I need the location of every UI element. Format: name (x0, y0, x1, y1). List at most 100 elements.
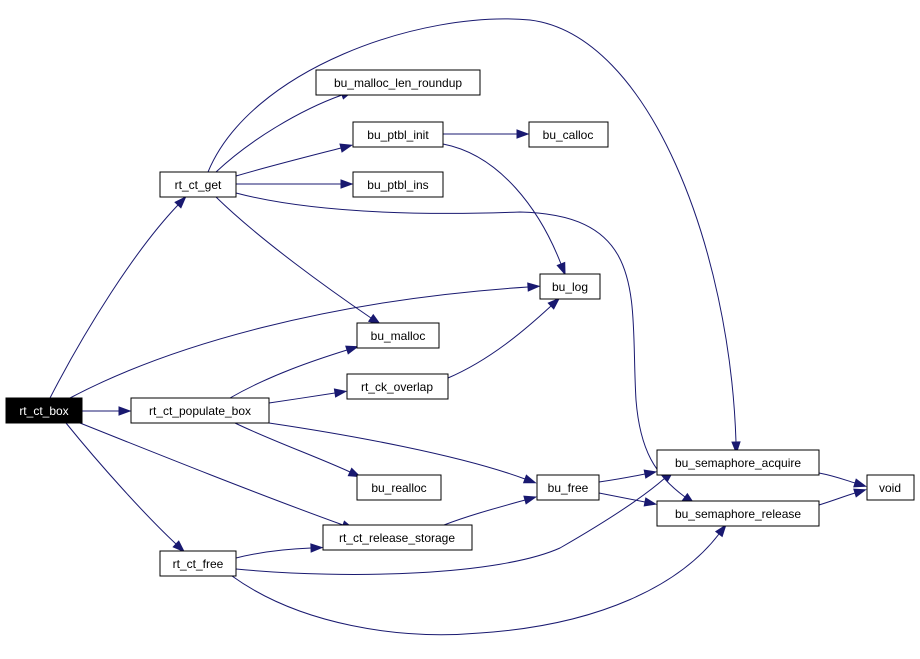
arrowhead-icon (731, 441, 741, 455)
edge-line (69, 286, 529, 399)
node-label-bu_realloc: bu_realloc (371, 481, 426, 495)
arrowhead-icon (643, 469, 658, 479)
arrowhead-icon (339, 143, 354, 153)
node-rt_ck_overlap[interactable]: rt_ck_overlap (346, 373, 449, 400)
edge-line (235, 547, 312, 559)
edge-bu_free-to-bu_semaphore_release (598, 492, 658, 507)
node-label-bu_log: bu_log (552, 280, 588, 294)
node-label-bu_malloc_len_roundup: bu_malloc_len_roundup (334, 76, 462, 90)
edge-rt_ct_release_storage-to-bu_free (443, 495, 538, 526)
edge-rt_ct_box-to-rt_ct_populate_box (82, 406, 132, 416)
edge-rt_ct_free-to-bu_semaphore_acquire (235, 469, 675, 575)
arrowhead-icon (853, 488, 867, 498)
edge-rt_ct_populate_box-to-bu_free (268, 422, 537, 484)
edge-rt_ct_box-to-rt_ct_release_storage (79, 422, 355, 530)
edge-rt_ct_box-to-rt_ct_free (65, 422, 186, 553)
edge-line (207, 18, 737, 443)
edge-line (442, 143, 562, 265)
node-bu_free[interactable]: bu_free (536, 474, 600, 501)
node-label-rt_ct_release_storage: rt_ct_release_storage (339, 531, 455, 545)
edge-rt_ct_get-to-bu_ptbl_ins (236, 179, 354, 189)
edge-rt_ct_get-to-bu_semaphore_acquire (207, 18, 741, 455)
arrowhead-icon (522, 474, 537, 484)
edge-rt_ct_get-to-bu_ptbl_init (235, 143, 354, 177)
edge-line (447, 305, 552, 379)
node-label-rt_ck_overlap: rt_ck_overlap (361, 380, 433, 394)
node-layer: rt_ct_box rt_ct_get rt_ct_populate_box r… (5, 69, 915, 577)
node-label-rt_ct_get: rt_ct_get (175, 178, 222, 192)
node-rt_ct_release_storage[interactable]: rt_ct_release_storage (322, 524, 473, 551)
node-label-bu_ptbl_ins: bu_ptbl_ins (367, 178, 428, 192)
node-label-void: void (879, 481, 901, 495)
arrowhead-icon (547, 297, 561, 310)
arrowhead-icon (118, 406, 132, 416)
node-label-bu_ptbl_init: bu_ptbl_init (367, 128, 429, 142)
edge-rt_ct_free-to-rt_ct_release_storage (235, 543, 324, 559)
node-bu_semaphore_release[interactable]: bu_semaphore_release (656, 500, 820, 527)
edge-line (65, 422, 177, 545)
node-rt_ct_populate_box[interactable]: rt_ct_populate_box (130, 397, 270, 424)
edge-line (443, 499, 526, 526)
edge-layer (49, 18, 867, 636)
arrowhead-icon (172, 540, 186, 553)
arrowhead-icon (527, 282, 541, 292)
edge-rt_ck_overlap-to-bu_log (447, 297, 561, 379)
edge-line (234, 422, 351, 473)
edge-bu_semaphore_release-to-void (818, 488, 867, 506)
arrowhead-icon (310, 543, 324, 553)
node-label-rt_ct_box: rt_ct_box (19, 404, 68, 418)
node-label-bu_semaphore_acquire: bu_semaphore_acquire (675, 456, 801, 470)
edge-line (235, 477, 666, 575)
node-bu_semaphore_acquire[interactable]: bu_semaphore_acquire (656, 449, 820, 476)
edge-rt_ct_box-to-rt_ct_get (49, 195, 187, 399)
node-label-rt_ct_free: rt_ct_free (173, 557, 224, 571)
arrowhead-icon (340, 179, 354, 189)
edge-line (268, 392, 336, 404)
node-label-rt_ct_populate_box: rt_ct_populate_box (149, 404, 251, 418)
edge-bu_ptbl_init-to-bu_calloc (443, 129, 530, 139)
arrowhead-icon (174, 195, 187, 209)
edge-rt_ct_populate_box-to-bu_malloc (229, 345, 359, 399)
edge-rt_ct_populate_box-to-bu_realloc (234, 422, 362, 478)
edge-line (215, 94, 343, 173)
edge-line (79, 422, 344, 526)
edge-line (818, 472, 856, 484)
node-label-bu_semaphore_release: bu_semaphore_release (675, 507, 801, 521)
edge-line (231, 533, 720, 636)
node-label-bu_malloc: bu_malloc (371, 329, 426, 343)
node-rt_ct_free[interactable]: rt_ct_free (159, 550, 237, 577)
edge-line (49, 204, 179, 399)
edge-bu_semaphore_acquire-to-void (818, 472, 867, 488)
edge-line (215, 196, 372, 319)
edge-line (229, 349, 348, 399)
edge-rt_ct_get-to-bu_malloc (215, 196, 382, 326)
node-rt_ct_box[interactable]: rt_ct_box (5, 397, 83, 424)
edge-line (598, 473, 646, 483)
edge-line (235, 147, 342, 177)
edge-line (235, 192, 686, 498)
edge-rt_ct_get-to-bu_semaphore_release (235, 192, 696, 505)
node-bu_malloc_len_roundup[interactable]: bu_malloc_len_roundup (315, 69, 481, 96)
arrowhead-icon (643, 497, 658, 507)
edge-bu_free-to-bu_semaphore_acquire (598, 469, 658, 483)
edge-rt_ct_get-to-bu_malloc_len_roundup (215, 90, 354, 173)
node-bu_malloc[interactable]: bu_malloc (356, 322, 440, 349)
node-label-bu_free: bu_free (548, 481, 589, 495)
node-void[interactable]: void (866, 474, 915, 501)
node-bu_realloc[interactable]: bu_realloc (356, 474, 442, 501)
edge-bu_ptbl_init-to-bu_log (442, 143, 566, 276)
edge-rt_ct_free-to-bu_semaphore_release (231, 524, 727, 636)
edge-rt_ct_populate_box-to-rt_ck_overlap (268, 388, 348, 404)
node-bu_ptbl_ins[interactable]: bu_ptbl_ins (352, 171, 444, 198)
node-bu_ptbl_init[interactable]: bu_ptbl_init (352, 121, 444, 148)
node-bu_calloc[interactable]: bu_calloc (528, 121, 609, 148)
node-bu_log[interactable]: bu_log (539, 273, 601, 300)
arrowhead-icon (714, 524, 727, 538)
edge-line (598, 492, 646, 503)
arrowhead-icon (345, 345, 359, 355)
arrowhead-icon (516, 129, 530, 139)
edge-line (818, 492, 856, 506)
edge-rt_ct_box-to-bu_log (69, 282, 541, 399)
node-rt_ct_get[interactable]: rt_ct_get (159, 171, 237, 198)
